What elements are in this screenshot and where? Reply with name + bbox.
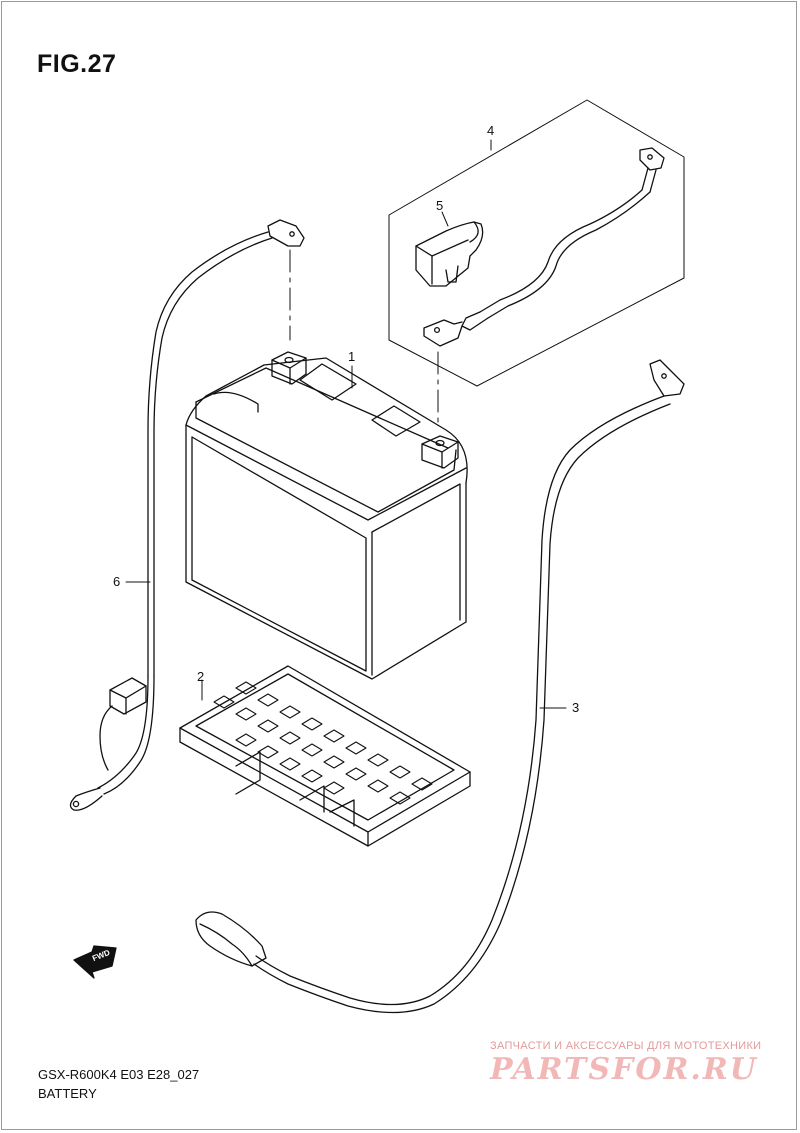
leader-5 xyxy=(441,211,449,227)
battery-tray-part xyxy=(179,665,471,847)
watermark-tagline: ЗАПЧАСТИ И АКСЕССУАРЫ ДЛЯ МОТОТЕХНИКИ xyxy=(490,1040,762,1052)
callout-4: 4 xyxy=(487,123,495,138)
figure-title: FIG.27 xyxy=(37,50,117,78)
wiring-lead-part xyxy=(69,219,305,811)
short-cable-part xyxy=(423,147,665,347)
battery-part xyxy=(185,249,468,680)
callout-5: 5 xyxy=(436,198,444,213)
ground-cable-part xyxy=(195,359,685,1014)
forward-arrow-icon xyxy=(73,945,117,979)
callout-3: 3 xyxy=(572,700,580,715)
callout-6: 6 xyxy=(113,574,121,589)
watermark-logo: PARTSFOR.RU xyxy=(490,1052,758,1087)
callout-1: 1 xyxy=(348,349,356,364)
model-code: GSX-R600K4 E03 E28_027 xyxy=(38,1067,200,1082)
tray-slots xyxy=(213,681,433,805)
inset-box-cable-assembly xyxy=(388,99,685,387)
terminal-cover-part xyxy=(415,221,484,287)
diagram-caption: BATTERY xyxy=(38,1086,97,1101)
callout-2: 2 xyxy=(197,669,205,684)
